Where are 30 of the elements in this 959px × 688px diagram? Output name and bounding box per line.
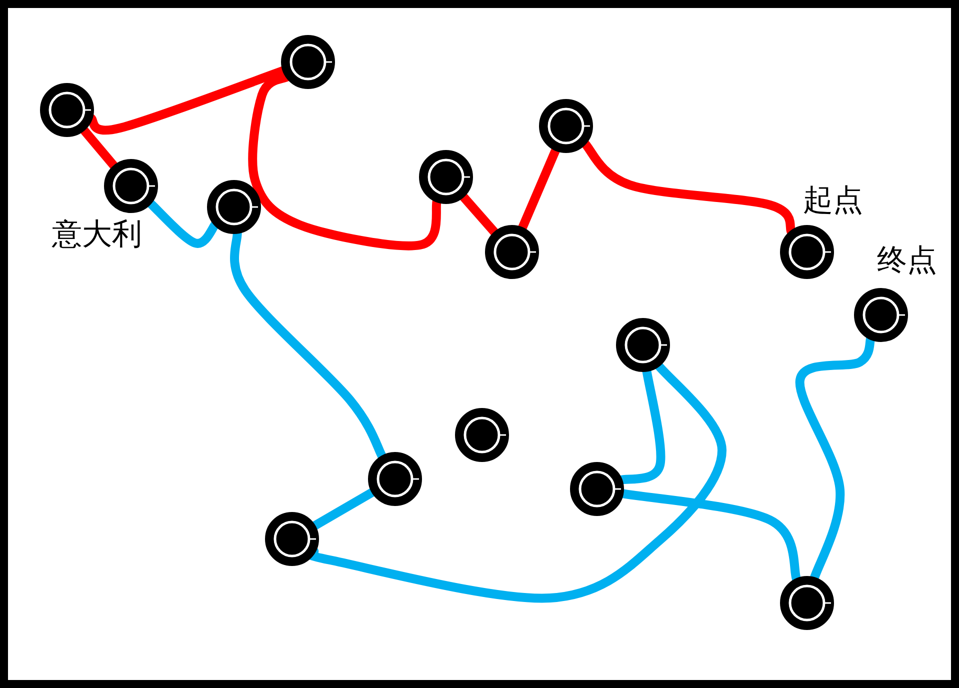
- station-marker: [368, 452, 422, 506]
- station-marker: [780, 225, 834, 279]
- station-marker: [570, 462, 624, 516]
- station-marker: [40, 83, 94, 137]
- route-line: [80, 126, 118, 170]
- station-marker: [419, 150, 473, 204]
- station-marker: [780, 576, 834, 630]
- route-line: [459, 192, 499, 236]
- route-line: [518, 147, 560, 231]
- station-marker: [854, 288, 908, 342]
- route-line: [620, 488, 802, 582]
- station-marker: [207, 180, 261, 234]
- station-marker: [104, 159, 158, 213]
- route-line: [311, 488, 376, 530]
- route-line: [146, 199, 220, 248]
- place-label: 意大利: [52, 218, 142, 252]
- station-marker: [485, 225, 539, 279]
- station-marker: [616, 318, 670, 372]
- station-marker: [281, 35, 335, 89]
- station-marker: [455, 408, 509, 462]
- route-line: [581, 140, 796, 234]
- route-line: [796, 336, 876, 580]
- route-line: [248, 72, 442, 250]
- place-label: 起点: [803, 184, 863, 218]
- route-line: [619, 369, 666, 484]
- station-marker: [539, 99, 593, 153]
- place-label: 终点: [877, 244, 937, 278]
- route-line: [87, 66, 286, 135]
- route-line: [230, 232, 387, 460]
- station-marker: [265, 512, 319, 566]
